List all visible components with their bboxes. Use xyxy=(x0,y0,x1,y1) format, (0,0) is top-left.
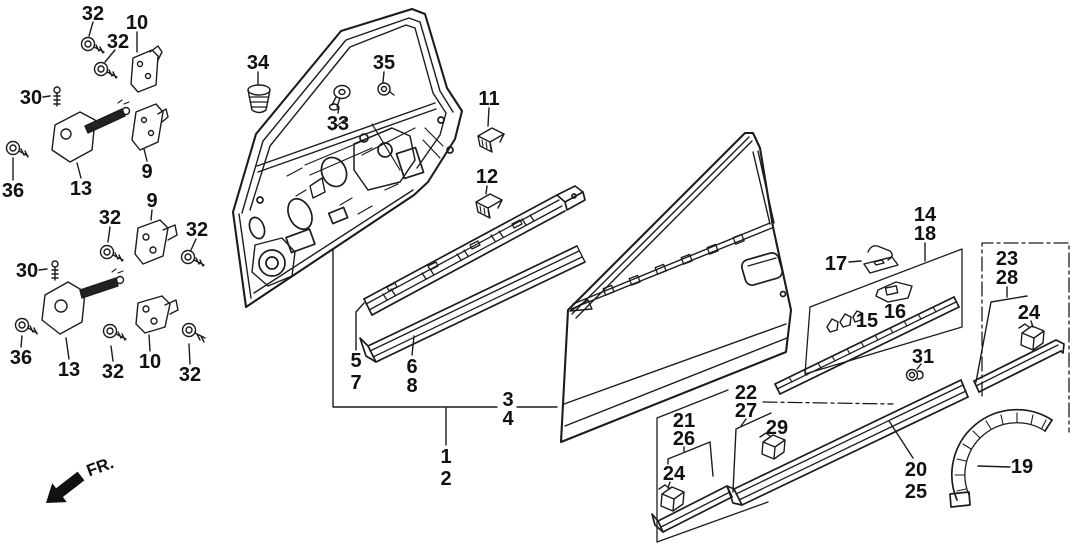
hinge-9-drawings xyxy=(131,103,178,265)
part-number-label-36: 36 xyxy=(10,347,32,369)
part-number-label-5: 5 xyxy=(350,350,361,372)
molding-strip-23-28 xyxy=(973,339,1065,393)
part-number-label-34: 34 xyxy=(247,52,270,74)
part-number-label-36: 36 xyxy=(2,180,24,202)
part-number-label-30: 30 xyxy=(16,260,38,282)
part-number-label-20: 20 xyxy=(905,459,927,481)
part-number-label-32: 32 xyxy=(102,361,124,383)
door-molding-upper-strip xyxy=(363,185,586,316)
part-number-label-15: 15 xyxy=(856,310,878,332)
part-number-label-27: 27 xyxy=(735,400,757,422)
hinge-10-drawings xyxy=(130,45,179,334)
door-skin-drawing xyxy=(559,131,793,444)
grommet-34-drawing xyxy=(247,84,271,114)
bolt-36-drawings xyxy=(5,140,38,335)
part-number-label-16: 16 xyxy=(884,301,906,323)
screw-35-drawing xyxy=(377,82,395,96)
molding-strip-20-25 xyxy=(726,379,969,506)
bolt-30-drawings xyxy=(51,86,61,281)
grommet-31-drawing xyxy=(905,368,924,382)
part-number-label-7: 7 xyxy=(350,372,361,394)
part-number-label-19: 19 xyxy=(1011,456,1033,478)
part-number-label-10: 10 xyxy=(139,351,161,373)
part-number-label-23: 23 xyxy=(996,248,1018,270)
clip-24-right-drawing xyxy=(1018,323,1045,351)
grommet-33-drawing xyxy=(328,84,351,111)
part-number-label-14: 14 xyxy=(914,204,937,226)
part-number-label-24: 24 xyxy=(1018,302,1041,324)
clip-24-left-drawing xyxy=(658,484,685,512)
part-number-label-8: 8 xyxy=(406,375,417,397)
part-number-label-21: 21 xyxy=(673,410,695,432)
part-number-label-17: 17 xyxy=(825,253,847,275)
door-check-13-drawings xyxy=(41,99,131,335)
part-number-label-32: 32 xyxy=(186,219,208,241)
part-number-label-1: 1 xyxy=(440,446,451,468)
part-number-label-32: 32 xyxy=(99,207,121,229)
fr-direction-arrow xyxy=(46,471,85,503)
fr-label: FR. xyxy=(84,453,116,480)
part-number-label-18: 18 xyxy=(914,223,936,245)
part-number-label-32: 32 xyxy=(107,31,129,53)
part-number-label-13: 13 xyxy=(70,178,92,200)
part-number-label-22: 22 xyxy=(735,382,757,404)
molding-strip-14-18 xyxy=(774,296,960,395)
bolt-32-drawings xyxy=(80,36,206,343)
part-number-label-6: 6 xyxy=(406,356,417,378)
clip-16-drawing xyxy=(875,281,913,303)
part-number-label-9: 9 xyxy=(146,190,157,212)
part-number-label-3: 3 xyxy=(502,389,513,411)
part-number-label-9: 9 xyxy=(141,161,152,183)
part-number-label-11: 11 xyxy=(478,88,499,110)
part-number-label-2: 2 xyxy=(440,468,451,490)
part-number-label-4: 4 xyxy=(502,408,514,430)
wheel-arch-protector-drawing xyxy=(949,408,1053,508)
door-inner-panel-drawing xyxy=(231,7,464,309)
clip-11-drawing xyxy=(477,127,505,153)
molding-strip-21-26 xyxy=(651,485,733,533)
part-number-label-33: 33 xyxy=(327,113,349,135)
part-number-label-30: 30 xyxy=(20,87,42,109)
part-number-label-13: 13 xyxy=(58,359,80,381)
part-number-label-24: 24 xyxy=(663,463,686,485)
part-number-label-31: 31 xyxy=(912,346,934,368)
part-number-label-29: 29 xyxy=(766,417,788,439)
clip-12-drawing xyxy=(475,193,503,219)
part-number-label-28: 28 xyxy=(996,267,1018,289)
clip-17-drawing xyxy=(863,245,899,274)
door-molding-lower-strip xyxy=(359,245,586,363)
part-number-label-12: 12 xyxy=(476,166,498,188)
part-number-label-26: 26 xyxy=(673,428,695,450)
clip-29-drawing xyxy=(759,432,786,460)
part-number-label-32: 32 xyxy=(179,364,201,386)
part-number-label-10: 10 xyxy=(126,12,148,34)
part-number-label-32: 32 xyxy=(82,3,104,25)
part-number-label-35: 35 xyxy=(373,52,395,74)
part-number-label-25: 25 xyxy=(905,481,927,503)
clips-15-drawing xyxy=(826,310,863,333)
leader-lines xyxy=(12,21,1034,493)
side-molding-group-boxes xyxy=(656,242,1070,543)
